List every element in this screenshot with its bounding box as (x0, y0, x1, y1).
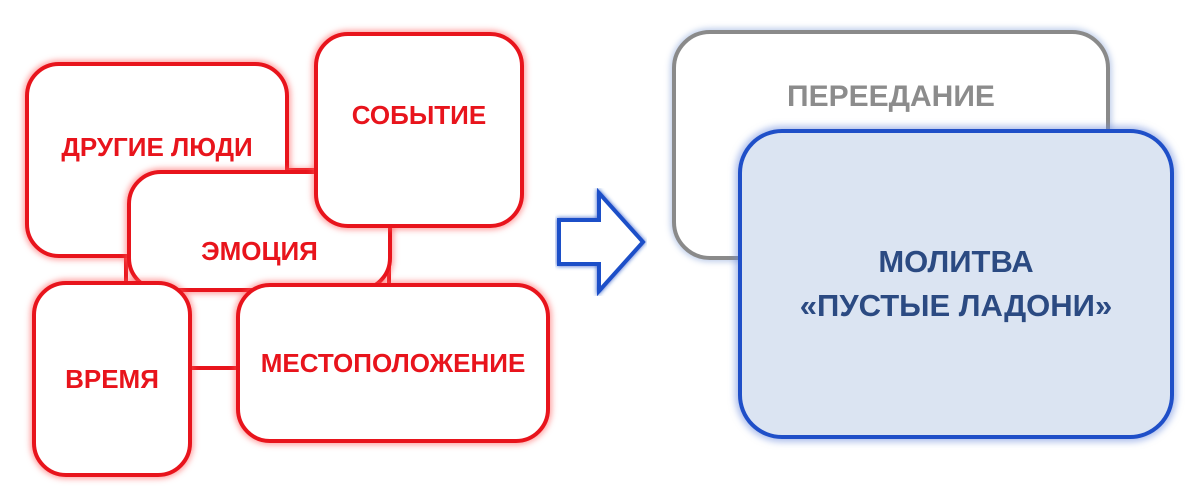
emotion-box: ЭМОЦИЯ (127, 170, 392, 292)
right-arrow-icon (557, 188, 646, 296)
event-box: СОБЫТИЕ (314, 32, 524, 228)
connector-line (190, 366, 238, 370)
location-box: МЕСТОПОЛОЖЕНИЕ (236, 283, 550, 443)
connector-line (124, 256, 128, 283)
time-box: ВРЕМЯ (32, 281, 192, 477)
prayer-subtitle: «ПУСТЫЕ ЛАДОНИ» (799, 288, 1113, 323)
prayer-box: МОЛИТВА «ПУСТЫЕ ЛАДОНИ» (738, 129, 1174, 439)
location-label: МЕСТОПОЛОЖЕНИЕ (260, 347, 526, 378)
event-label: СОБЫТИЕ (351, 100, 487, 130)
prayer-text: МОЛИТВА «ПУСТЫЕ ЛАДОНИ» (800, 240, 1112, 328)
prayer-title: МОЛИТВА (878, 244, 1034, 279)
time-label: ВРЕМЯ (65, 363, 159, 394)
overeating-label: ПЕРЕЕДАНИЕ (787, 80, 995, 113)
other-people-label: ДРУГИЕ ЛЮДИ (61, 132, 253, 162)
emotion-label: ЭМОЦИЯ (201, 236, 318, 266)
